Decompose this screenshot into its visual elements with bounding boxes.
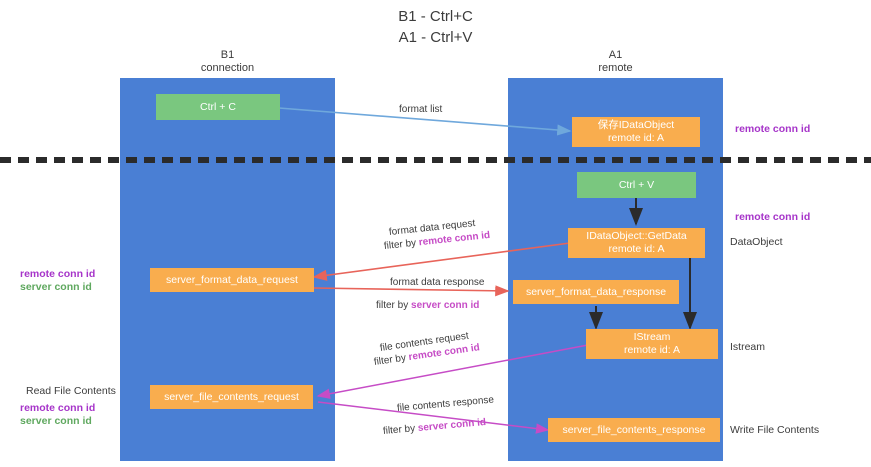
label-format-list: format list: [399, 104, 443, 115]
annotation-right-remote-conn-id-top: remote conn id: [735, 123, 811, 135]
title-line-2: A1 - Ctrl+V: [398, 29, 473, 46]
box-idataobject-store-line1: 保存IDataObject: [597, 119, 675, 131]
box-idataobject-store-line2: remote id: A: [607, 132, 665, 144]
box-ctrl-c[interactable]: Ctrl + C: [156, 94, 280, 120]
label-file-contents-response: file contents response: [396, 394, 495, 414]
label-format-data-response: format data response: [390, 277, 485, 288]
box-idataobject-store[interactable]: 保存IDataObject remote id: A: [572, 117, 700, 147]
lane-title-a1: A1: [608, 49, 623, 61]
box-istream-line1: IStream: [633, 331, 671, 343]
box-ctrl-c-label: Ctrl + C: [200, 100, 236, 113]
page-title: B1 - Ctrl+C A1 - Ctrl+V: [0, 6, 871, 48]
annotation-left-server-conn-id-mid: server conn id: [20, 281, 92, 293]
box-server-file-contents-request[interactable]: server_file_contents_request: [150, 385, 313, 409]
annotation-right-write-file-contents: Write File Contents: [730, 424, 820, 436]
box-idataobject-getdata-line2: remote id: A: [608, 243, 665, 255]
box-server-file-contents-request-label: server_file_contents_request: [164, 390, 299, 403]
filter-key-server-conn-id: server conn id: [417, 417, 487, 434]
label-format-data-response-filter: filter by server conn id: [376, 299, 479, 312]
box-ctrl-v-label: Ctrl + V: [618, 178, 655, 191]
box-istream[interactable]: IStream remote id: A: [586, 329, 718, 359]
filter-prefix: filter by: [382, 422, 419, 437]
filter-prefix: filter by: [383, 237, 420, 252]
label-file-contents-response-filter: filter by server conn id: [382, 416, 487, 438]
annotation-left-remote-conn-id-bottom: remote conn id: [20, 402, 96, 414]
lane-header-b1: B1 connection: [120, 49, 335, 75]
lane-title-b1: B1: [220, 49, 235, 61]
box-idataobject-getdata[interactable]: IDataObject::GetData remote id: A: [568, 228, 705, 258]
annotation-right-istream: Istream: [730, 341, 766, 353]
box-server-file-contents-response-label: server_file_contents_response: [562, 423, 706, 436]
annotation-right-remote-conn-id-mid: remote conn id: [735, 211, 811, 223]
filter-prefix: filter by: [376, 300, 412, 311]
annotation-left-server-conn-id-bottom: server conn id: [20, 415, 92, 427]
lane-header-a1: A1 remote: [508, 49, 723, 75]
annotation-left-remote-conn-id-mid: remote conn id: [20, 268, 96, 280]
box-server-format-data-request-label: server_format_data_request: [166, 273, 298, 286]
annotation-left-read-file-contents: Read File Contents: [26, 385, 116, 397]
box-server-format-data-response[interactable]: server_format_data_response: [513, 280, 679, 304]
box-server-format-data-request[interactable]: server_format_data_request: [150, 268, 314, 292]
title-line-1: B1 - Ctrl+C: [398, 8, 473, 25]
box-ctrl-v[interactable]: Ctrl + V: [577, 172, 696, 198]
annotation-right-dataobject: DataObject: [730, 236, 783, 248]
box-server-format-data-response-label: server_format_data_response: [525, 285, 667, 298]
filter-prefix: filter by: [373, 352, 410, 368]
lane-subtitle-b1: connection: [200, 62, 255, 74]
box-istream-line2: remote id: A: [623, 344, 681, 356]
lane-subtitle-a1: remote: [598, 62, 633, 74]
box-idataobject-getdata-line1: IDataObject::GetData: [586, 230, 687, 242]
filter-key-server-conn-id: server conn id: [411, 300, 480, 311]
box-server-file-contents-response[interactable]: server_file_contents_response: [548, 418, 720, 442]
